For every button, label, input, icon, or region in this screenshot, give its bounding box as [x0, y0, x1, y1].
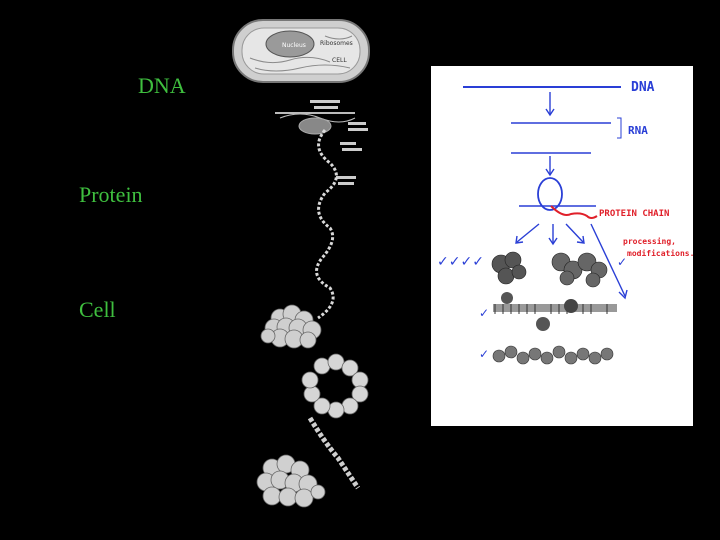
ribosome-icon: [537, 177, 563, 211]
protein-label: Protein: [79, 182, 143, 207]
ribosomes-label: Ribosomes: [320, 40, 353, 47]
arrow-icon: [545, 156, 555, 177]
folded-protein-illustration: [260, 304, 322, 349]
protein-ring-illustration: [301, 353, 369, 419]
protein-chain-label: PROTEIN CHAIN: [599, 209, 669, 219]
cell-illustration: Nucleus Ribosomes CELL: [232, 19, 370, 83]
sketch-dna-label: DNA: [631, 80, 655, 95]
polypeptide-chain-illustration: [315, 129, 338, 320]
sketch-rna-label: RNA: [628, 124, 648, 137]
membrane-protein-image: [493, 292, 617, 331]
fibrous-protein-image: [492, 345, 614, 365]
checkmark-icon: ✓: [479, 306, 489, 320]
dna-to-protein-sketch: DNA RNA PROTEIN CHAIN processing, modifi…: [431, 66, 704, 426]
checkmark-icon: ✓✓✓✓: [437, 254, 484, 270]
nucleus-label: Nucleus: [282, 42, 306, 49]
protein-cluster-illustration: [256, 454, 326, 508]
protein-complex-image: [551, 252, 608, 288]
arrow-icon: [515, 223, 628, 300]
cell-label: Cell: [79, 297, 116, 322]
cell-name-label: CELL: [332, 57, 347, 64]
protein-synthesis-figure: Nucleus Ribosomes CELL: [230, 18, 380, 518]
protein-synthesis-illustration: Nucleus Ribosomes CELL: [232, 19, 370, 508]
protein-chain-line: [550, 205, 598, 219]
processing-label: processing,: [623, 236, 676, 246]
arrow-icon: [545, 92, 555, 117]
modifications-label: modifications...: [627, 248, 693, 258]
checkmark-icon: ✓: [617, 255, 627, 269]
dna-label: DNA: [138, 73, 186, 98]
rna-bracket: [617, 117, 622, 139]
globular-protein-image: [491, 251, 527, 285]
dna-strand-illustration: [275, 100, 368, 185]
dna-to-protein-drawing: DNA RNA PROTEIN CHAIN processing, modifi…: [437, 80, 704, 365]
checkmark-icon: ✓: [479, 347, 489, 361]
protein-fiber-illustration: [307, 416, 361, 490]
